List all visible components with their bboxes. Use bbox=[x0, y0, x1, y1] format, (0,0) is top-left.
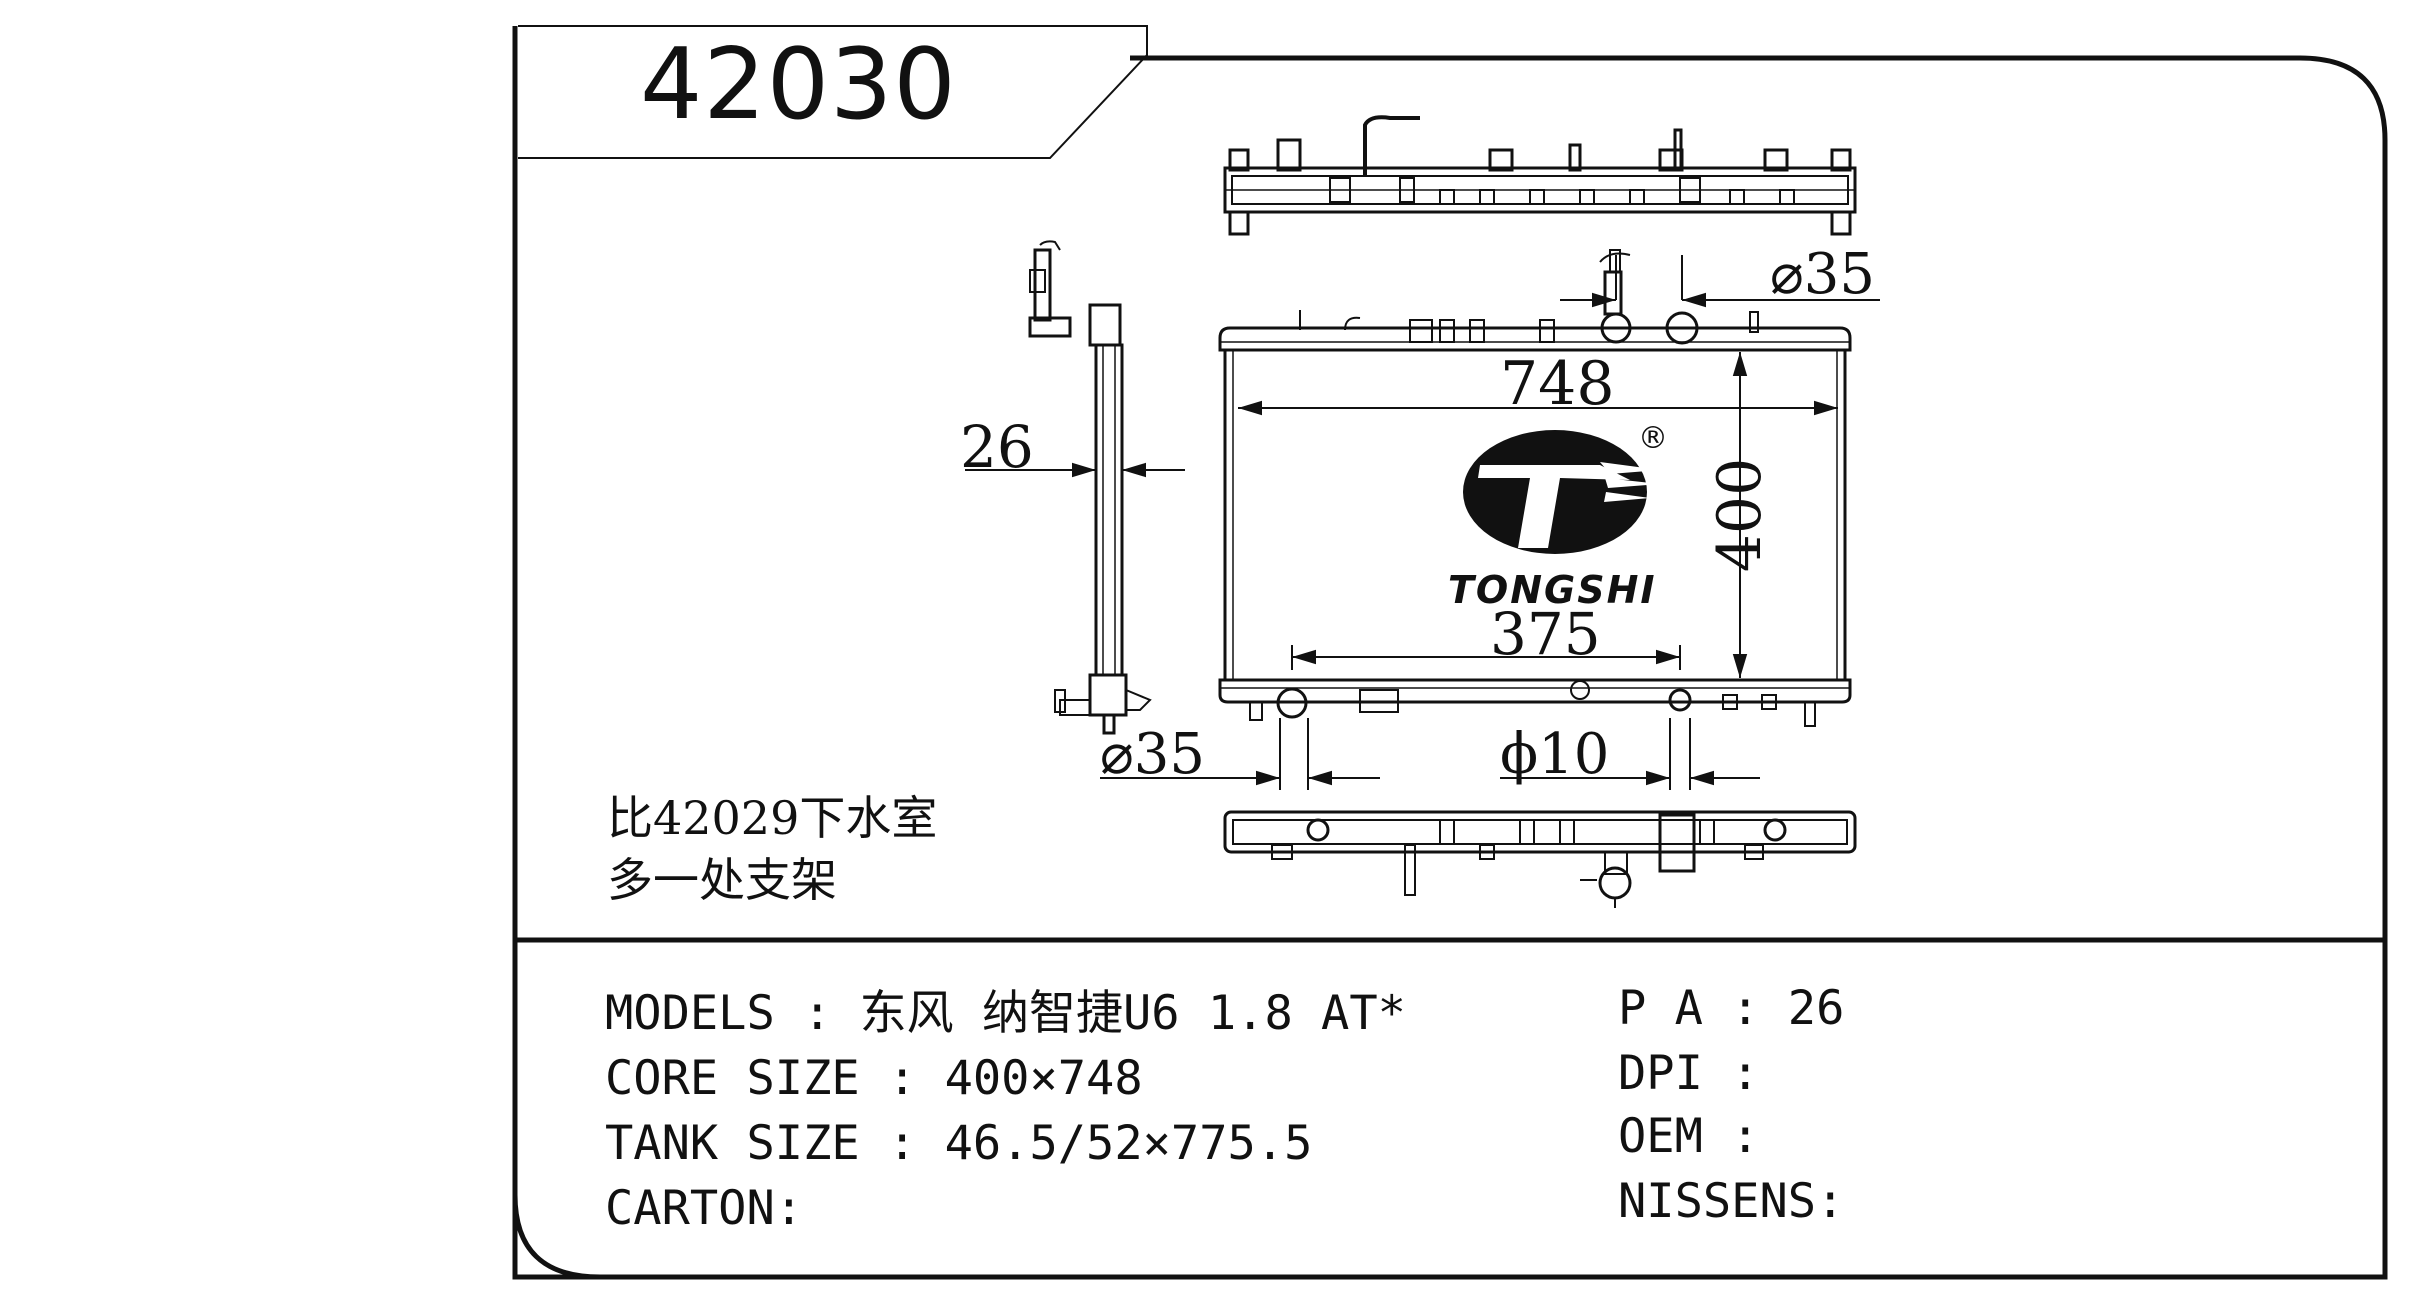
spec-nissens-label: NISSENS bbox=[1618, 1174, 1817, 1229]
top-tank-view bbox=[1223, 115, 1857, 236]
brand-name: TONGSHI bbox=[1448, 568, 1657, 612]
part-number: 42030 bbox=[640, 28, 957, 142]
dim-core-thickness: 26 bbox=[960, 413, 1034, 481]
dim-inlet-diameter: ⌀35 bbox=[1770, 242, 1875, 307]
spec-tank-size-value: 46.5/52×775.5 bbox=[944, 1116, 1313, 1171]
spec-core-size-value: 400×748 bbox=[944, 1051, 1143, 1106]
spec-models-label: MODELS bbox=[605, 986, 775, 1041]
side-view bbox=[1028, 240, 1152, 735]
brand-logo: ® TONGSHI bbox=[1448, 421, 1668, 612]
spec-core-size-label: CORE SIZE bbox=[605, 1051, 860, 1106]
spec-tank-size-label: TANK SIZE bbox=[605, 1116, 860, 1171]
front-view bbox=[1218, 249, 1852, 727]
spec-oem: OEM : bbox=[1618, 1113, 1788, 1160]
spec-models-sep: : bbox=[774, 986, 860, 1041]
dimension-lines bbox=[965, 255, 1880, 790]
note-line-2: 多一处支架 bbox=[607, 853, 837, 907]
registered-mark: ® bbox=[1638, 421, 1668, 456]
spec-dpi-sep: : bbox=[1702, 1046, 1788, 1101]
dim-outlet-diameter: ⌀35 bbox=[1100, 722, 1205, 787]
spec-nissens-sep: : bbox=[1816, 1174, 1845, 1229]
dim-core-width: 748 bbox=[1500, 349, 1615, 419]
dim-drain-diameter: ϕ10 bbox=[1500, 722, 1609, 787]
spec-nissens: NISSENS: bbox=[1618, 1178, 1844, 1225]
spec-carton: CARTON: bbox=[605, 1185, 803, 1232]
spec-oem-sep: : bbox=[1702, 1109, 1788, 1164]
dim-pipe-spacing: 375 bbox=[1490, 600, 1601, 668]
spec-models-value: 东风 纳智捷U6 1.8 AT* bbox=[859, 986, 1406, 1041]
spec-models: MODELS : 东风 纳智捷U6 1.8 AT* bbox=[605, 990, 1406, 1037]
spec-dpi: DPI : bbox=[1618, 1050, 1788, 1097]
spec-carton-sep: : bbox=[774, 1181, 804, 1236]
spec-pa-value: 26 bbox=[1787, 981, 1845, 1036]
bottom-tank-view bbox=[1223, 810, 1857, 908]
spec-oem-label: OEM bbox=[1618, 1109, 1703, 1164]
spec-dpi-label: DPI bbox=[1618, 1046, 1703, 1101]
dim-core-height: 400 bbox=[1705, 458, 1775, 573]
note-line-1: 比42029下水室 bbox=[607, 791, 938, 845]
spec-carton-label: CARTON bbox=[605, 1181, 775, 1236]
spec-pa-label: P A bbox=[1618, 981, 1703, 1036]
spec-core-size-sep: : bbox=[859, 1051, 945, 1106]
spec-tank-size-sep: : bbox=[859, 1116, 945, 1171]
spec-core-size: CORE SIZE : 400×748 bbox=[605, 1055, 1143, 1102]
spec-tank-size: TANK SIZE : 46.5/52×775.5 bbox=[605, 1120, 1312, 1167]
spec-pa-sep: : bbox=[1702, 981, 1788, 1036]
spec-pa: P A : 26 bbox=[1618, 985, 1844, 1032]
outer-frame bbox=[512, 25, 2388, 1280]
